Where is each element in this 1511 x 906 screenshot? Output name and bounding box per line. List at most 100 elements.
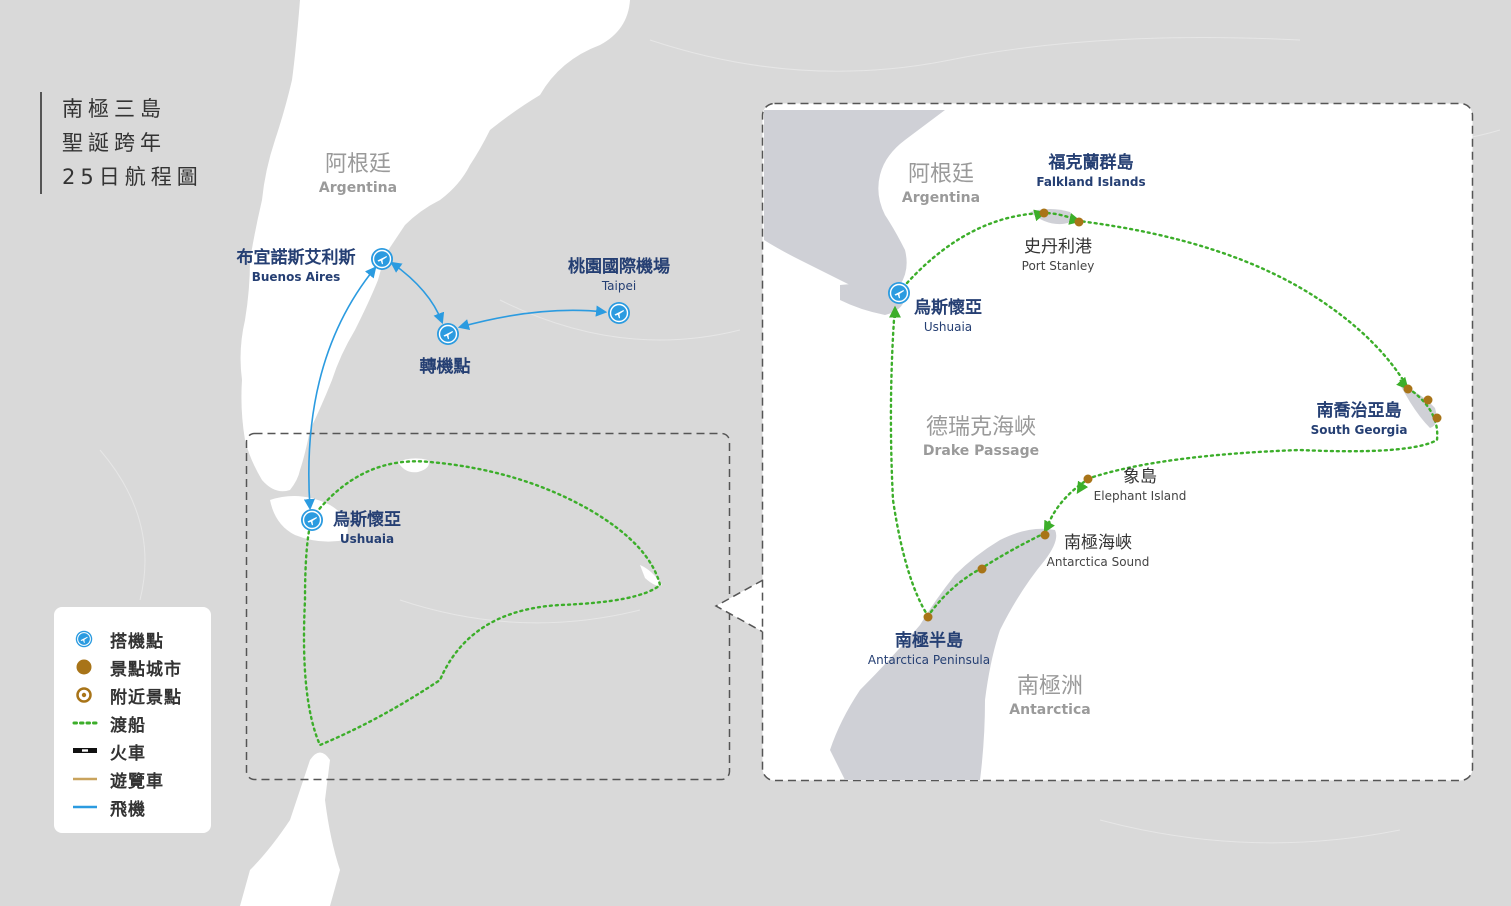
- label-en: Elephant Island: [1093, 489, 1187, 503]
- label-zh: 布宜諾斯艾利斯: [236, 248, 356, 268]
- label-zh: 南喬治亞島: [1316, 401, 1402, 421]
- map-legend: 搭機點 景點城市 附近景點 渡船 火車 遊覽車 飛機: [54, 607, 211, 833]
- label-elephant-island: 象島 Elephant Island: [1094, 466, 1187, 504]
- label-en: Ushuaia: [339, 532, 395, 546]
- city-dot-icon: [1074, 217, 1084, 227]
- label-zh: 德瑞克海峽: [925, 415, 1036, 440]
- label-en: Taipei: [601, 279, 637, 293]
- label-antarctica: 南極洲 Antarctica: [1009, 672, 1090, 718]
- city-dot-icon: [1423, 395, 1433, 405]
- legend-item-city: 景點城市: [72, 653, 212, 681]
- south-georgia-land-main: [640, 565, 662, 586]
- inset-pointer: [714, 579, 764, 633]
- legend-item-nearby: 附近景點: [72, 681, 212, 709]
- bus-line-icon: [73, 777, 97, 781]
- city-dot-icon: [1083, 474, 1093, 484]
- airport-icon: [370, 247, 394, 271]
- label-zh: 福克蘭群島: [1048, 153, 1134, 173]
- legend-label: 渡船: [110, 716, 146, 736]
- legend-item-ferry: 渡船: [72, 709, 212, 737]
- label-drake-passage: 德瑞克海峽 Drake Passage: [923, 413, 1039, 459]
- label-en: South Georgia: [1310, 423, 1408, 437]
- label-en: Falkland Islands: [1036, 175, 1146, 189]
- city-dot-icon: [76, 659, 92, 675]
- label-en: Port Stanley: [1021, 259, 1095, 273]
- legend-label: 附近景點: [110, 688, 182, 708]
- label-zh: 南極海峽: [1063, 533, 1132, 553]
- legend-label: 遊覽車: [110, 772, 164, 792]
- label-antarctic-sound: 南極海峽 Antarctica Sound: [1047, 532, 1150, 570]
- legend-item-airport: 搭機點: [72, 625, 212, 653]
- label-argentina-inset: 阿根廷 Argentina: [902, 160, 980, 206]
- legend-item-train: 火車: [72, 737, 212, 765]
- train-line-icon: [73, 748, 97, 753]
- label-zh: 桃園國際機場: [568, 257, 670, 277]
- title-line: 南極三島: [62, 97, 166, 121]
- ferry-route-inset: [889, 211, 1439, 619]
- city-dot-icon: [1403, 384, 1413, 394]
- nearby-ring-icon: [76, 687, 92, 703]
- label-buenos-aires: 布宜諾斯艾利斯 Buenos Aires: [237, 247, 356, 285]
- inset-south-america-land: [764, 110, 945, 294]
- inset-south-georgia-land: [1400, 385, 1437, 428]
- legend-label: 飛機: [110, 800, 146, 820]
- label-antarctic-peninsula: 南極半島 Antarctica Peninsula: [868, 630, 990, 668]
- label-transfer: 轉機點: [420, 356, 471, 378]
- label-en: Antarctica: [1009, 702, 1091, 718]
- label-falkland: 福克蘭群島 Falkland Islands: [1036, 152, 1145, 190]
- label-en: Antarctica Sound: [1046, 555, 1150, 569]
- label-ushuaia: 烏斯懷亞 Ushuaia: [333, 509, 401, 547]
- airport-icon: [607, 301, 631, 325]
- legend-label: 火車: [110, 744, 146, 764]
- label-en: Buenos Aires: [251, 270, 341, 284]
- label-argentina: 阿根廷 Argentina: [319, 150, 397, 196]
- label-zh: 阿根廷: [324, 152, 392, 177]
- ferry-arrow: [1043, 519, 1055, 534]
- flight-route-transfer-taipei: [457, 305, 608, 331]
- ferry-line-icon: [72, 721, 98, 725]
- legend-item-bus: 遊覽車: [72, 765, 212, 793]
- legend-label: 景點城市: [110, 660, 182, 680]
- label-en: Argentina: [901, 190, 981, 206]
- label-en: Ushuaia: [923, 320, 973, 334]
- label-en: Drake Passage: [922, 443, 1040, 459]
- label-zh: 南極半島: [894, 631, 963, 651]
- city-dot-icon: [1040, 530, 1050, 540]
- legend-item-flight: 飛機: [72, 793, 212, 821]
- title-line: 25日航程圖: [62, 165, 203, 189]
- label-zh: 烏斯懷亞: [333, 510, 401, 530]
- label-en: Antarctica Peninsula: [867, 653, 991, 667]
- south-america-land: [240, 0, 630, 492]
- airport-icon: [436, 322, 460, 346]
- city-dot-icon: [1039, 208, 1049, 218]
- city-dot-icon: [977, 564, 987, 574]
- airport-icon: [300, 508, 324, 532]
- label-zh: 象島: [1122, 467, 1157, 487]
- city-dot-icon: [923, 612, 933, 622]
- ferry-arrow: [1076, 480, 1089, 495]
- antarctic-land-main: [240, 752, 340, 906]
- label-port-stanley: 史丹利港 Port Stanley: [1022, 236, 1095, 274]
- label-zh: 史丹利港: [1023, 237, 1092, 257]
- label-zh: 阿根廷: [907, 162, 975, 187]
- label-ushuaia-inset: 烏斯懷亞 Ushuaia: [914, 297, 982, 335]
- label-zh: 轉機點: [419, 357, 471, 377]
- flight-line-icon: [73, 805, 97, 809]
- flight-route-ba-ushuaia: [303, 266, 377, 511]
- label-south-georgia: 南喬治亞島 South Georgia: [1311, 400, 1408, 438]
- label-zh: 烏斯懷亞: [914, 298, 982, 318]
- label-taipei: 桃園國際機場 Taipei: [568, 256, 670, 294]
- map-title: 南極三島 聖誕跨年 25日航程圖: [40, 92, 203, 194]
- legend-label: 搭機點: [110, 632, 164, 652]
- airport-icon: [887, 281, 911, 305]
- airport-icon: [75, 630, 93, 648]
- label-zh: 南極洲: [1016, 674, 1084, 699]
- label-en: Argentina: [318, 180, 398, 196]
- city-dot-icon: [1432, 413, 1442, 423]
- flight-route-ba-transfer: [390, 261, 445, 325]
- title-line: 聖誕跨年: [62, 131, 166, 155]
- ferry-route-main: [302, 460, 662, 747]
- inset-antarctic-land: [830, 528, 1057, 780]
